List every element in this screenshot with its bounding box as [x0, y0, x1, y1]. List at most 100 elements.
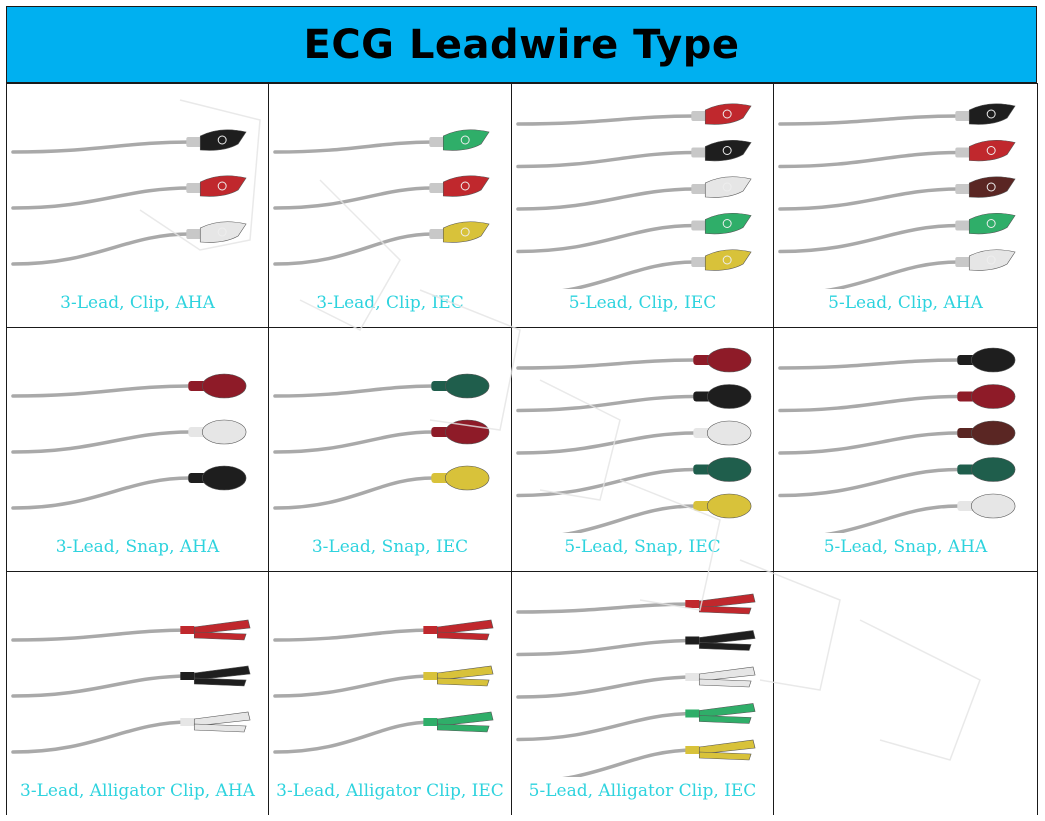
- clip-connector: [968, 249, 1016, 271]
- leadwire-cell-5-lead-clip-iec: 5-Lead, Clip, IEC: [512, 83, 774, 327]
- strain-relief: [955, 257, 972, 267]
- cable: [516, 638, 698, 657]
- snap-connector: [201, 465, 247, 491]
- leadwire-cell-5-lead-snap-iec: 5-Lead, Snap, IEC: [512, 327, 774, 571]
- leadwire-cell-5-lead-clip-aha: 5-Lead, Clip, AHA: [774, 83, 1038, 327]
- leadwire: [778, 139, 1016, 169]
- strain-relief: [685, 636, 700, 645]
- leadwire: [778, 103, 1016, 126]
- cable: [516, 467, 698, 498]
- cable: [11, 186, 193, 210]
- strain-relief: [957, 428, 976, 438]
- cable: [11, 232, 193, 266]
- leadwire: [516, 630, 756, 657]
- leadwire-cell-3-lead-snap-aha: 3-Lead, Snap, AHA: [7, 327, 269, 571]
- cable: [516, 114, 698, 126]
- clip-button: [986, 146, 996, 155]
- leadwire: [561, 493, 752, 533]
- cable: [516, 675, 698, 699]
- leadwire: [273, 419, 490, 454]
- cable: [273, 720, 436, 754]
- leadwire-caption: 5-Lead, Snap, IEC: [564, 537, 721, 557]
- leadwire-caption: 3-Lead, Snap, IEC: [311, 537, 469, 557]
- strain-relief: [691, 220, 708, 231]
- leadwire-cell-3-lead-alligator-iec: 3-Lead, Alligator Clip, IEC: [269, 571, 512, 815]
- leadwire: [516, 347, 752, 373]
- leadwire: [11, 373, 247, 399]
- cable: [273, 628, 436, 642]
- strain-relief: [186, 137, 203, 147]
- strain-relief: [180, 718, 195, 726]
- alligator-clip-jaw: [698, 593, 756, 609]
- cable: [516, 394, 698, 413]
- alligator-clip-jaw: [698, 715, 752, 724]
- cable: [778, 431, 962, 455]
- cable: [778, 150, 962, 169]
- leadwire-illustration: [516, 593, 756, 777]
- leadwire: [516, 103, 752, 126]
- alligator-clip-jaw: [698, 605, 752, 615]
- clip-connector: [442, 221, 490, 243]
- page-title: ECG Leadwire Type: [303, 21, 740, 68]
- leadwire: [516, 384, 752, 413]
- leadwire-caption: 5-Lead, Alligator Clip, IEC: [528, 781, 757, 801]
- cable: [516, 358, 698, 370]
- strain-relief: [429, 229, 446, 239]
- strain-relief: [691, 184, 708, 194]
- strain-relief: [186, 229, 203, 239]
- clip-button: [986, 255, 996, 265]
- clip-connector: [199, 129, 247, 151]
- clip-button: [722, 182, 732, 192]
- strain-relief: [431, 473, 450, 483]
- clip-connector: [968, 176, 1016, 198]
- alligator-clip-jaw: [698, 739, 756, 755]
- strain-relief: [186, 183, 203, 193]
- leadwire: [778, 457, 1016, 498]
- leadwire: [561, 249, 752, 289]
- snap-connector: [706, 420, 752, 446]
- clip-button: [460, 135, 470, 145]
- cable: [516, 150, 698, 169]
- strain-relief: [957, 464, 976, 475]
- strain-relief: [685, 746, 700, 754]
- leadwire: [824, 493, 1016, 533]
- strain-relief: [685, 709, 700, 718]
- strain-relief: [188, 381, 207, 391]
- alligator-clip-jaw: [193, 677, 247, 687]
- alligator-clip-jaw: [437, 677, 490, 687]
- strain-relief: [691, 257, 708, 267]
- leadwire: [516, 139, 752, 169]
- leadwire: [516, 666, 756, 699]
- snap-connector: [444, 465, 490, 491]
- clip-connector: [704, 103, 752, 125]
- alligator-clip-jaw: [437, 723, 490, 733]
- alligator-clip-jaw: [193, 711, 251, 727]
- leadwire: [11, 711, 251, 754]
- leadwire-cell-5-lead-snap-aha: 5-Lead, Snap, AHA: [774, 327, 1038, 571]
- leadwire: [516, 593, 756, 615]
- cable: [778, 358, 962, 370]
- strain-relief: [693, 464, 712, 475]
- alligator-clip-jaw: [698, 642, 752, 651]
- clip-connector: [704, 249, 752, 271]
- leadwire: [273, 711, 494, 754]
- clip-button: [986, 182, 996, 192]
- snap-connector: [201, 419, 247, 445]
- strain-relief: [957, 391, 976, 402]
- strain-relief: [693, 428, 712, 438]
- leadwire-caption: 5-Lead, Snap, AHA: [823, 537, 988, 557]
- strain-relief: [693, 355, 712, 365]
- leadwire: [273, 373, 490, 399]
- cable: [11, 430, 193, 454]
- clip-connector: [704, 212, 752, 235]
- snap-connector: [706, 493, 752, 519]
- leadwire: [273, 465, 490, 510]
- cable: [778, 114, 962, 126]
- cable: [273, 476, 436, 510]
- clip-connector: [442, 175, 490, 197]
- leadwire: [273, 175, 490, 210]
- leadwire: [778, 420, 1016, 455]
- leadwire: [273, 665, 494, 698]
- leadwire: [516, 212, 752, 254]
- leadwire-illustration: [11, 373, 247, 510]
